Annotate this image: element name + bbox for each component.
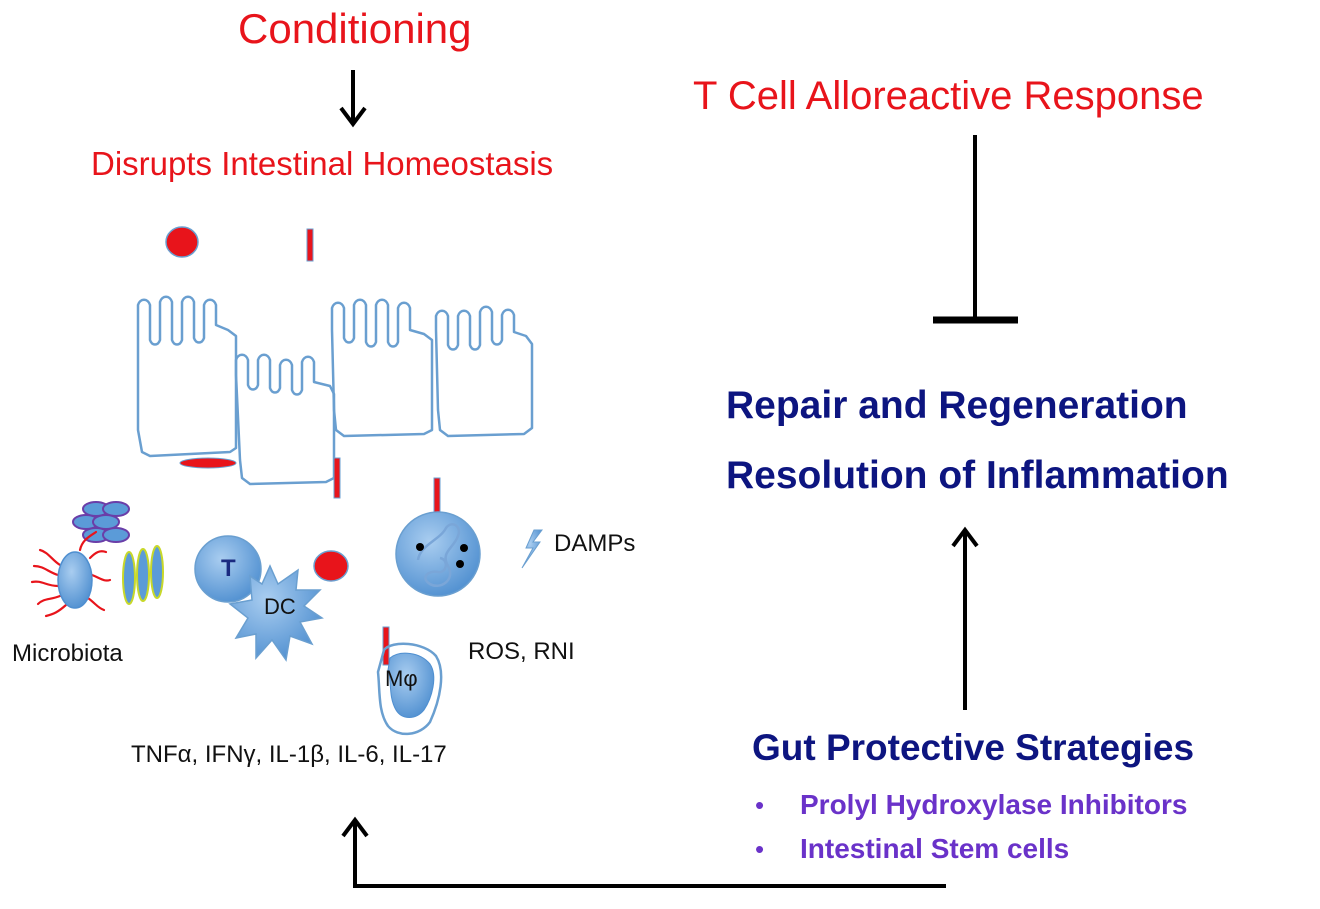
epithelial-cell xyxy=(234,353,336,486)
inhibition-bar xyxy=(933,135,1018,324)
macrophage xyxy=(376,642,443,735)
conditioning-label: Conditioning xyxy=(238,5,472,52)
bullet-icon: • xyxy=(755,790,765,820)
red-particle-rod xyxy=(433,477,441,517)
t-cell-response-label: T Cell Alloreactive Response xyxy=(693,74,1204,118)
dendritic-cell xyxy=(228,564,324,662)
red-particle-rod xyxy=(306,228,314,262)
t-cell-label: T xyxy=(221,555,236,582)
disrupts-label: Disrupts Intestinal Homeostasis xyxy=(91,145,554,182)
damps-icon xyxy=(521,529,543,569)
dc-label: DC xyxy=(264,594,296,619)
epithelial-cell xyxy=(434,305,534,438)
t-cell xyxy=(194,535,262,603)
macrophage-label: Mφ xyxy=(385,666,418,691)
red-particle-rod xyxy=(333,457,341,499)
strategy-item: Intestinal Stem cells xyxy=(800,833,1070,864)
strategy-item: Prolyl Hydroxylase Inhibitors xyxy=(800,789,1188,820)
microbiota-label: Microbiota xyxy=(12,640,123,667)
red-particle-elongated xyxy=(179,457,237,469)
red-particle-round xyxy=(165,226,199,258)
microbiota-cluster xyxy=(30,501,164,618)
feedback-arrow xyxy=(341,816,946,888)
strategies-up-arrow xyxy=(951,526,979,710)
resolution-label: Resolution of Inflammation xyxy=(726,454,1229,497)
conditioning-arrow xyxy=(339,70,367,128)
granulocyte xyxy=(395,511,481,597)
epithelial-cell xyxy=(136,295,238,458)
epithelial-cell xyxy=(330,298,434,438)
red-particle-round xyxy=(313,550,349,582)
repair-label: Repair and Regeneration xyxy=(726,384,1188,427)
ros-rni-label: ROS, RNI xyxy=(468,638,575,665)
cytokines-label: TNFα, IFNγ, IL-1β, IL-6, IL-17 xyxy=(131,741,447,768)
bullet-icon: • xyxy=(755,834,765,864)
damps-label: DAMPs xyxy=(554,530,636,557)
epithelial-cells xyxy=(136,295,534,486)
strategies-title: Gut Protective Strategies xyxy=(752,727,1195,768)
